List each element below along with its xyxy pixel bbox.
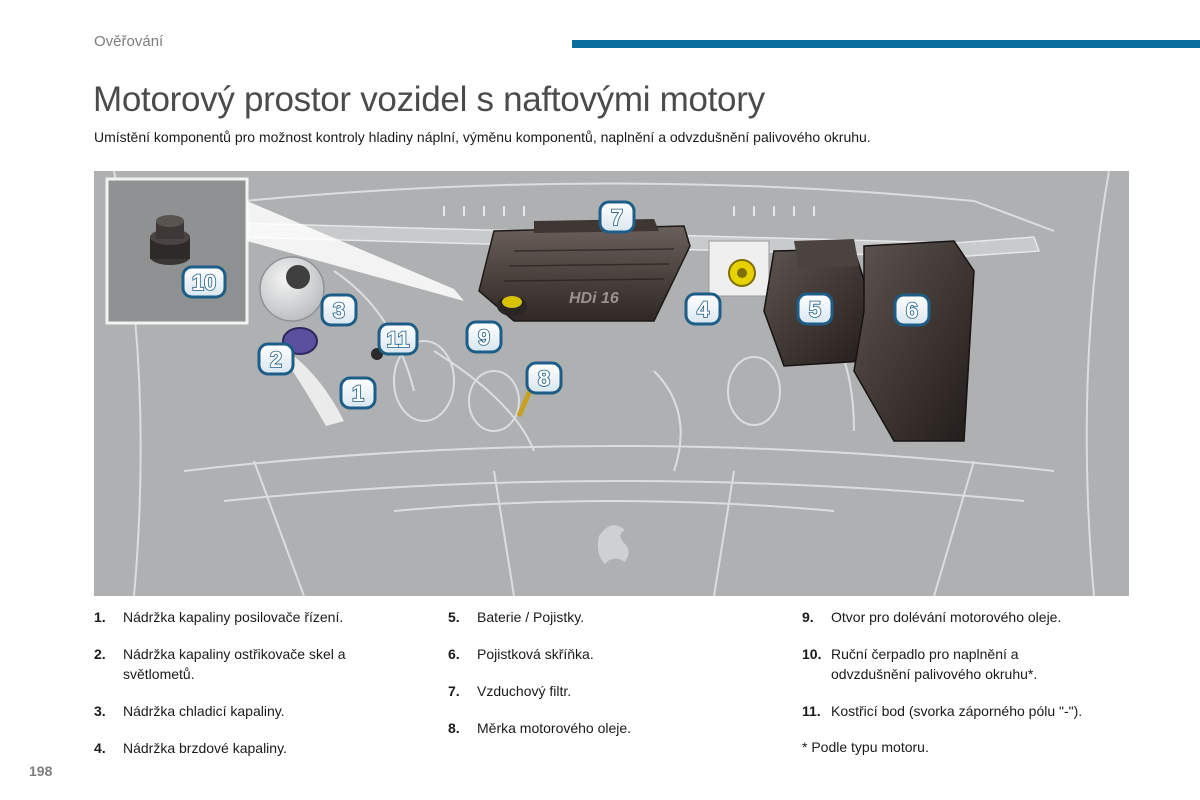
legend-text: Ruční čerpadlo pro naplnění a odvzdušněn… [831, 646, 1038, 682]
legend-item: 7. Vzduchový filtr. [448, 681, 778, 701]
legend-item: 11. Kostřicí bod (svorka záporného pólu … [802, 701, 1142, 721]
legend-text: Baterie / Pojistky. [477, 609, 585, 625]
legend-number: 9. [802, 609, 814, 625]
legend-text: Nádržka brzdové kapaliny. [123, 740, 287, 756]
legend-number: 10. [802, 646, 822, 662]
svg-text:6: 6 [906, 298, 918, 323]
intro-text: Umístění komponentů pro možnost kontroly… [94, 129, 871, 145]
legend-item: 5. Baterie / Pojistky. [448, 607, 778, 627]
svg-text:4: 4 [697, 297, 710, 322]
marker-11: 11 [377, 322, 419, 356]
legend-item: 3. Nádržka chladicí kapaliny. [94, 701, 424, 721]
legend-column-2: 5. Baterie / Pojistky. 6. Pojistková skř… [448, 607, 778, 755]
svg-text:8: 8 [538, 366, 550, 391]
legend-text: Měrka motorového oleje. [477, 720, 632, 736]
svg-text:1: 1 [352, 381, 364, 406]
engine-compartment-illustration: HDi 16 1 2 3 [94, 171, 1129, 596]
legend-number: 4. [94, 740, 106, 756]
legend-text: Pojistková skříňka. [477, 646, 594, 662]
marker-6: 6 [893, 293, 931, 327]
legend-number: 8. [448, 720, 460, 736]
legend-number: 11. [802, 703, 821, 719]
legend-item: 8. Měrka motorového oleje. [448, 718, 778, 738]
legend-text: Nádržka kapaliny ostřikovače skel a svět… [123, 646, 346, 682]
legend-number: 3. [94, 703, 106, 719]
page-title: Motorový prostor vozidel s naftovými mot… [93, 80, 765, 119]
section-label: Ověřování [94, 33, 164, 50]
legend-item: 10. Ruční čerpadlo pro naplnění a odvzdu… [802, 644, 1142, 684]
marker-1: 1 [339, 376, 377, 410]
legend-number: 6. [448, 646, 460, 662]
legend-text: Vzduchový filtr. [477, 683, 572, 699]
legend-column-1: 1. Nádržka kapaliny posilovače řízení. 2… [94, 607, 424, 775]
legend-text: Otvor pro dolévání motorového oleje. [831, 609, 1062, 625]
svg-text:3: 3 [333, 298, 345, 323]
legend-column-3: 9. Otvor pro dolévání motorového oleje. … [802, 607, 1142, 757]
footnote: * Podle typu motoru. [802, 739, 929, 755]
marker-7: 7 [598, 200, 636, 234]
marker-5: 5 [796, 292, 834, 326]
header-accent-bar [572, 40, 1200, 48]
svg-text:2: 2 [270, 347, 282, 372]
legend-item: 6. Pojistková skříňka. [448, 644, 778, 664]
marker-4: 4 [684, 292, 722, 326]
marker-10: 10 [181, 265, 227, 299]
svg-text:7: 7 [611, 205, 623, 230]
marker-9: 9 [465, 320, 503, 354]
legend-number: 7. [448, 683, 460, 699]
svg-text:11: 11 [386, 327, 409, 352]
legend-item: 2. Nádržka kapaliny ostřikovače skel a s… [94, 644, 424, 684]
legend-text: Nádržka kapaliny posilovače řízení. [123, 609, 344, 625]
engine-drawing: HDi 16 1 2 3 [105, 171, 1110, 596]
engine-cover-badge: HDi 16 [569, 290, 619, 307]
legend-text: Kostřicí bod (svorka záporného pólu "-")… [831, 703, 1083, 719]
svg-text:10: 10 [192, 270, 216, 295]
marker-2: 2 [257, 342, 295, 376]
svg-text:9: 9 [478, 325, 490, 350]
marker-8: 8 [525, 361, 563, 395]
marker-3: 3 [320, 293, 358, 327]
legend-number: 1. [94, 609, 106, 625]
legend-item: 4. Nádržka brzdové kapaliny. [94, 738, 424, 758]
page-number: 198 [29, 763, 53, 779]
legend-item: 1. Nádržka kapaliny posilovače řízení. [94, 607, 424, 627]
legend-text: Nádržka chladicí kapaliny. [123, 703, 285, 719]
svg-text:5: 5 [809, 297, 821, 322]
legend-number: 2. [94, 646, 106, 662]
legend-item: 9. Otvor pro dolévání motorového oleje. [802, 607, 1142, 627]
legend-number: 5. [448, 609, 460, 625]
